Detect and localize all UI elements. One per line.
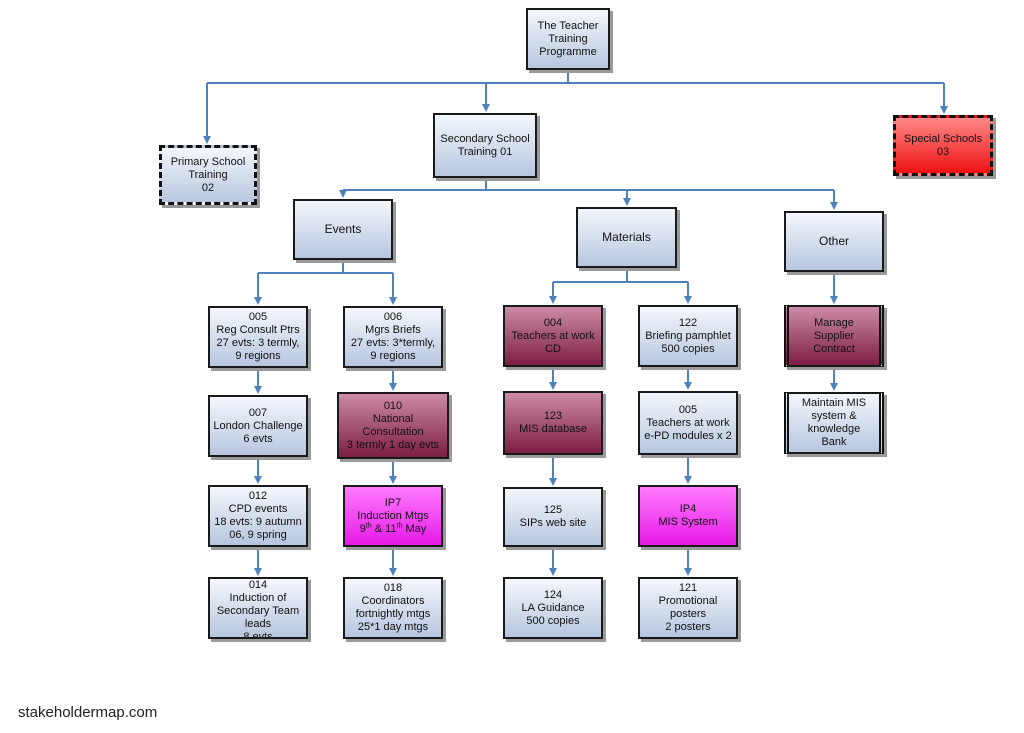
node-manage-supplier-contract: Manage Supplier Contract: [784, 305, 884, 367]
ip7-suffix-2: th: [396, 521, 403, 529]
node-004-teachers-at-work-cd: 004 Teachers at work CD: [503, 305, 603, 367]
node-primary-school: Primary School Training 02: [159, 145, 257, 205]
connector-root-bus: [207, 70, 944, 84]
node-014-induction: 014 Induction of Secondary Team leads 8 …: [208, 577, 308, 639]
connector-materials-bus: [553, 268, 688, 283]
node-materials: Materials: [576, 207, 677, 268]
node-005-e-pd-modules: 005 Teachers at work e-PD modules x 2: [638, 391, 738, 455]
ip7-mid: & 11: [371, 522, 397, 535]
node-secondary-school: Secondary School Training 01: [433, 113, 537, 178]
ip7-line-2: Induction Mtgs: [357, 509, 429, 522]
node-010-national-consultation: 010 National Consultation 3 termly 1 day…: [337, 392, 449, 459]
node-005-reg-consult: 005 Reg Consult Ptrs 27 evts: 3 termly, …: [208, 306, 308, 368]
node-124-la-guidance: 124 LA Guidance 500 copies: [503, 577, 603, 639]
node-012-cpd-events: 012 CPD events 18 evts: 9 autumn 06, 9 s…: [208, 485, 308, 547]
node-root: The Teacher Training Programme: [526, 8, 610, 70]
ip7-line-1: IP7: [384, 496, 402, 509]
connector-secondary-bus: [343, 178, 834, 191]
node-125-sips-web-site: 125 SIPs web site: [503, 487, 603, 547]
ip7-suffix-1: th: [365, 521, 372, 529]
ip7-day-1: 9: [359, 522, 366, 535]
connector-events-bus: [258, 260, 393, 274]
node-007-london-challenge: 007 London Challenge 6 evts: [208, 395, 308, 457]
ip7-end: May: [402, 522, 427, 535]
node-006-mgrs-briefs: 006 Mgrs Briefs 27 evts: 3*termly, 9 reg…: [343, 306, 443, 368]
footer-watermark: stakeholdermap.com: [18, 704, 158, 721]
node-ip7-induction-mtgs: IP7 Induction Mtgs 9th & 11th May: [343, 485, 443, 547]
node-123-mis-database: 123 MIS database: [503, 391, 603, 455]
node-018-coordinators: 018 Coordinators fortnightly mtgs 25*1 d…: [343, 577, 443, 639]
node-events: Events: [293, 199, 393, 260]
node-maintain-mis-system: Maintain MIS system & knowledge Bank: [784, 392, 884, 454]
node-121-promotional-posters: 121 Promotional posters 2 posters: [638, 577, 738, 639]
node-special-schools: Special Schools 03: [893, 115, 993, 176]
node-other: Other: [784, 211, 884, 272]
node-ip4-mis-system: IP4 MIS System: [638, 485, 738, 547]
ip7-line-3: 9th & 11th May: [359, 521, 427, 536]
node-122-briefing-pamphlet: 122 Briefing pamphlet 500 copies: [638, 305, 738, 367]
